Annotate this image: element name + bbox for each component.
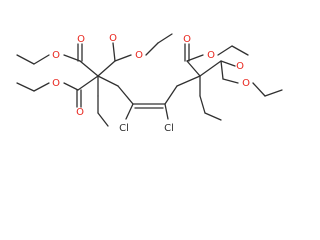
bond [220,60,236,67]
bond [252,82,266,97]
bond [176,75,201,87]
bond [217,45,233,56]
bond [164,85,178,105]
oxygen-label: O [109,33,117,44]
bond [114,54,132,62]
bond [16,82,35,92]
bond [186,54,204,62]
oxygen-label: O [183,34,191,45]
bond [33,82,50,92]
bond [125,103,134,120]
bond [186,60,201,77]
bond [97,112,109,127]
bond [157,33,173,44]
oxygen-label: O [135,50,143,61]
bond [97,60,116,77]
oxygen-label: O [242,78,250,89]
bond [145,42,159,56]
bond [231,45,249,56]
bond [222,78,239,84]
molecule-structure: O O O O O O O O O O Cl Cl [16,33,283,134]
bond [199,60,222,77]
oxygen-label: O [52,78,60,89]
bond [77,75,99,91]
chlorine-label: Cl [164,123,174,134]
bond [97,75,119,87]
bond [117,85,134,105]
atom-labels: O O O O O O O O O O Cl Cl [52,33,250,134]
oxygen-label: O [207,50,215,61]
oxygen-label: O [236,61,244,72]
bond [16,54,35,65]
bond [204,112,222,121]
oxygen-label: O [77,34,85,45]
chlorine-label: Cl [119,123,129,134]
bond [79,60,99,77]
oxygen-label: O [52,50,60,61]
bond [164,103,169,120]
bond [33,54,50,65]
bond [63,54,81,62]
bond-skeleton [16,33,283,127]
oxygen-label: O [76,107,84,118]
bond [63,82,79,91]
bond [199,95,206,114]
bond [112,42,116,62]
bond [264,89,283,97]
bond [220,60,224,80]
